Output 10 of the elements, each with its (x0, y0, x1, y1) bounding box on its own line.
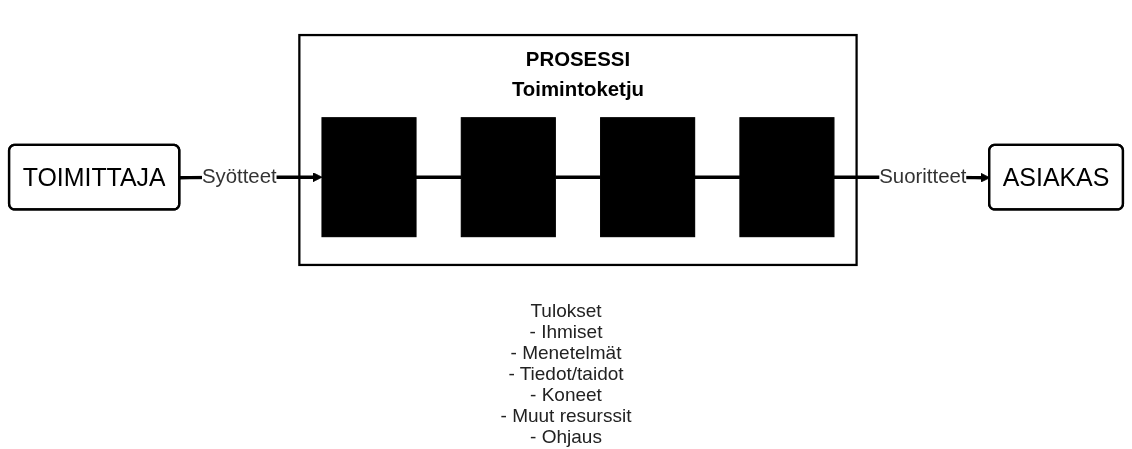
entity-box: ASIAKAS (988, 143, 1125, 211)
entity-box: TOIMITTAJA (7, 143, 181, 211)
list-item: - Menetelmät (510, 342, 622, 363)
group-title: PROSESSI Toimintoketju (511, 47, 645, 101)
list-item: - Tiedot/taidot (508, 363, 624, 384)
list-item: - Ihmiset (529, 321, 603, 342)
list-item: - Ohjaus (530, 426, 602, 447)
list-item: - Muut resurssit (500, 405, 632, 426)
note-text: Tulokset (530, 300, 602, 321)
list-item: - Koneet (530, 384, 602, 405)
